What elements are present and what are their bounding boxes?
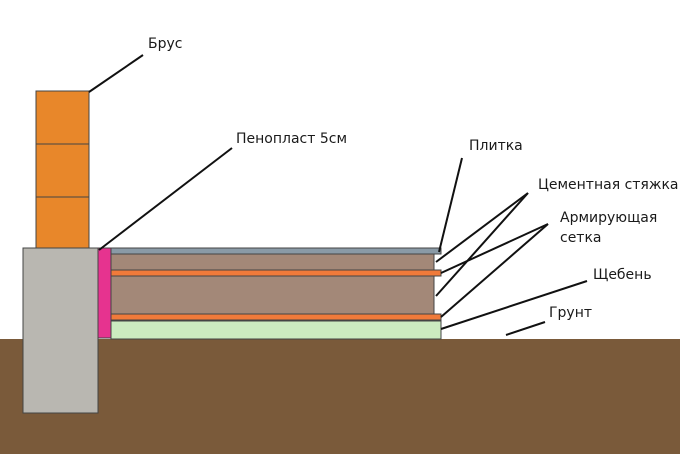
label-cement-screed: Цементная стяжка [538,177,679,193]
foam-insulation [97,247,112,339]
ground [0,339,680,454]
reinforcing-mesh-lower [110,313,442,321]
leader-line-penoplast [98,147,233,251]
tile-layer [110,247,442,255]
label-plitka: Плитка [469,138,523,154]
label-reinforcing-mesh-line1: Армирующая [560,210,658,226]
label-penoplast: Пенопласт 5см [236,131,348,147]
timber-beam-1 [35,90,90,145]
leader-line-ground [505,321,546,336]
label-brus: Брус [148,36,183,52]
gravel-layer [110,320,442,340]
leader-line-mesh-lower [440,223,549,318]
leader-line-screed-upper [435,192,529,263]
timber-beam-2 [35,143,90,198]
label-gravel: Щебень [593,267,652,283]
leader-line-plitka [438,157,463,253]
label-reinforcing-mesh-line2: сетка [560,230,602,246]
cement-screed-lower [110,275,435,315]
leader-line-mesh-upper [440,223,549,274]
timber-beam-3 [35,196,90,249]
leader-line-screed-lower [435,192,529,297]
cement-screed-upper [110,253,435,271]
leader-line-gravel [440,280,588,330]
leader-line-brus [88,54,144,93]
reinforcing-mesh-upper [110,269,442,277]
foundation-block [22,247,99,414]
label-ground: Грунт [549,305,593,321]
